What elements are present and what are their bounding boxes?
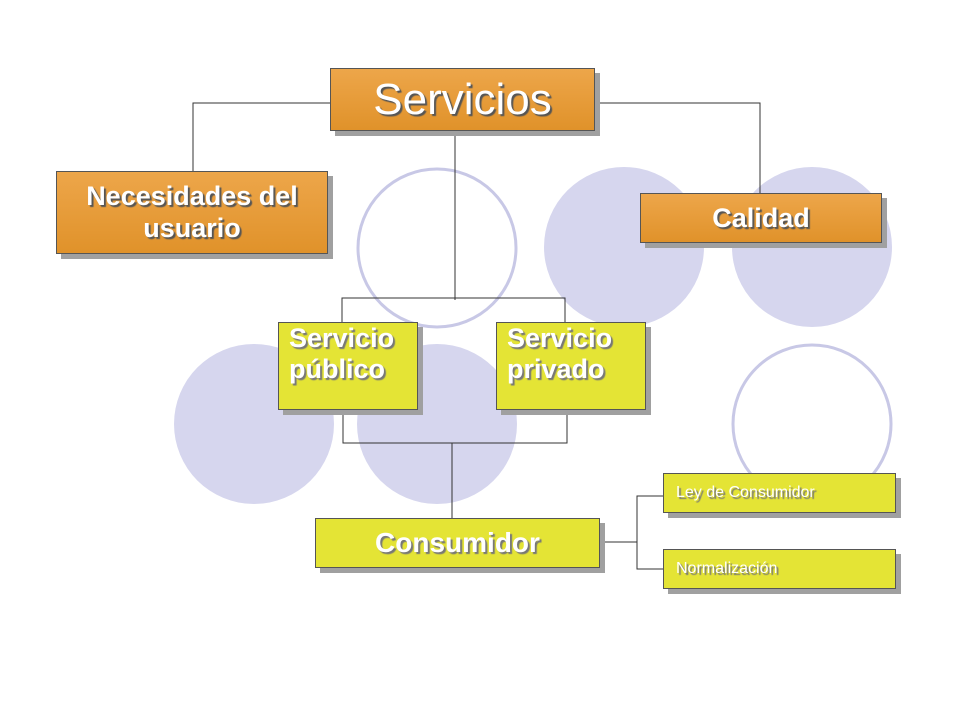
node-servicio-privado-label-line2: privado (507, 354, 605, 385)
node-necesidades-usuario: Necesidades del usuario (56, 171, 328, 254)
connector-servicios-calidad (596, 102, 761, 193)
node-servicio-publico-label-line1: Servicio (289, 323, 395, 353)
node-consumidor-label: Consumidor (375, 527, 540, 558)
node-consumidor: Consumidor (315, 518, 600, 568)
node-servicio-privado-label-line1: Servicio (507, 323, 613, 353)
node-servicio-publico: Servicio público (278, 322, 418, 410)
node-normalizacion: Normalización (663, 549, 896, 589)
connector-branch-servicio (341, 297, 566, 322)
node-normalizacion-label: Normalización (676, 560, 778, 577)
node-servicio-privado: Servicio privado (496, 322, 646, 410)
connector-servicio-consumidor (342, 415, 568, 444)
connectors (192, 102, 761, 570)
decor-circle-outline-top (356, 167, 518, 329)
connector-servicios-necesidades (192, 102, 330, 171)
node-necesidades-label-line2: usuario (143, 212, 241, 243)
connector-ley-norm-bracket (636, 495, 663, 570)
decor-circle-filled-top-middle (544, 167, 704, 327)
decor-circle-filled-top-right (732, 167, 892, 327)
node-necesidades-label-line1: Necesidades del (86, 181, 298, 212)
node-servicios: Servicios (330, 68, 595, 131)
node-calidad-label: Calidad (712, 202, 810, 233)
node-servicio-publico-label-line2: público (289, 354, 385, 385)
node-ley-de-consumidor-label: Ley de Consumidor (676, 484, 815, 501)
node-calidad: Calidad (640, 193, 882, 243)
node-ley-de-consumidor: Ley de Consumidor (663, 473, 896, 513)
node-servicios-label: Servicios (373, 74, 552, 124)
